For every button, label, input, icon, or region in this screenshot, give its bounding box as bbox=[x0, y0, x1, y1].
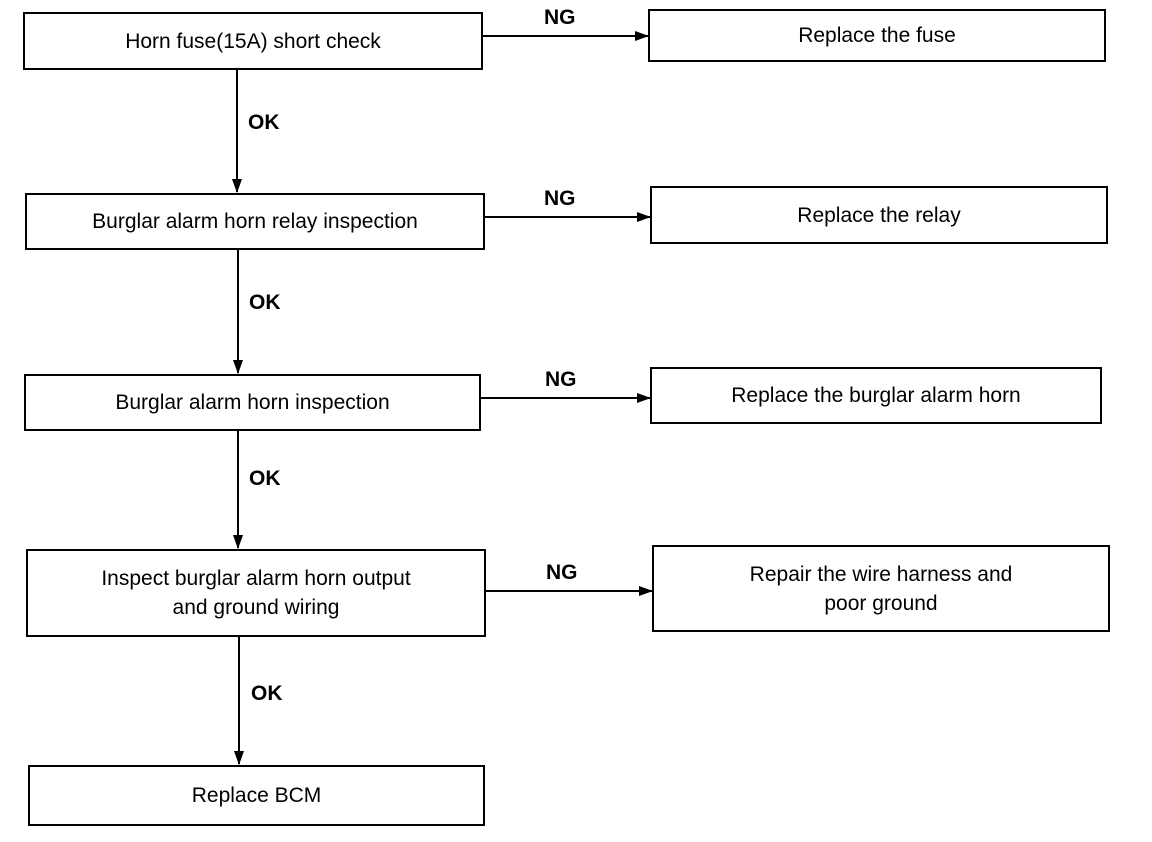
step-label: Burglar alarm horn relay inspection bbox=[92, 210, 418, 233]
ng-label-4: NG bbox=[546, 561, 578, 584]
remedy-box-replace-relay: Replace the relay bbox=[650, 186, 1108, 244]
remedy-label: Replace the relay bbox=[797, 203, 961, 227]
remedy-label: Repair the wire harness and poor ground bbox=[749, 562, 1013, 615]
step-label: Burglar alarm horn inspection bbox=[115, 391, 390, 414]
step-box-horn-fuse-check: Horn fuse(15A) short check bbox=[23, 12, 483, 70]
ng-label-2: NG bbox=[544, 187, 576, 210]
final-box-replace-bcm: Replace BCM bbox=[28, 765, 485, 826]
ok-label-3: OK bbox=[249, 467, 281, 490]
step-box-horn-inspection: Burglar alarm horn inspection bbox=[24, 374, 481, 431]
ng-label-3: NG bbox=[545, 368, 577, 391]
step-box-wiring-inspection: Inspect burglar alarm horn output and gr… bbox=[26, 549, 486, 637]
step-label: Inspect burglar alarm horn output and gr… bbox=[101, 567, 411, 619]
remedy-box-repair-harness: Repair the wire harness and poor ground bbox=[652, 545, 1110, 632]
final-label: Replace BCM bbox=[191, 784, 322, 807]
remedy-label: Replace the burglar alarm horn bbox=[731, 384, 1021, 407]
remedy-box-replace-horn: Replace the burglar alarm horn bbox=[650, 367, 1102, 424]
step-label: Horn fuse(15A) short check bbox=[125, 29, 381, 53]
remedy-label: Replace the fuse bbox=[798, 24, 956, 47]
ok-label-2: OK bbox=[249, 291, 281, 314]
step-box-relay-inspection: Burglar alarm horn relay inspection bbox=[25, 193, 485, 250]
ok-label-4: OK bbox=[251, 682, 283, 705]
ng-label-1: NG bbox=[544, 6, 576, 29]
remedy-box-replace-fuse: Replace the fuse bbox=[648, 9, 1106, 62]
ok-label-1: OK bbox=[248, 111, 280, 134]
